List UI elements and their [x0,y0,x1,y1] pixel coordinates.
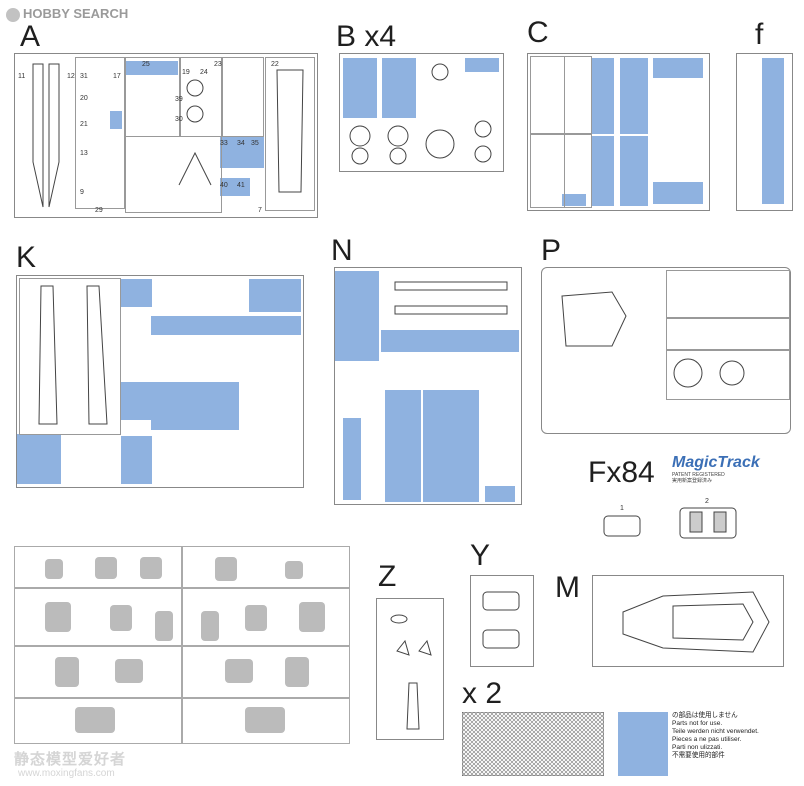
sprue-b-label: B x4 [336,20,397,53]
figure-sprue-frame [14,546,350,744]
sprue-n-label: N [331,234,353,267]
magic-track-logo: MagicTrack PATENT REGISTERED 実用新案登録済み [672,454,760,484]
sprue-k-frame [16,275,304,488]
sprue-b-frame [339,53,504,172]
sprue-f-label: f [755,18,764,51]
sprue-f-frame [736,53,793,211]
sprue-n-frame [334,267,522,505]
sprue-m-label: M [555,571,580,604]
sprue-m-frame [592,575,784,667]
hobby-search-watermark: HOBBY SEARCH [6,6,128,22]
sprue-p-frame [541,267,791,434]
sprue-k-label: K [16,241,37,274]
sprue-a-frame [14,53,318,218]
track-link-parts [603,507,737,539]
moxingfans-url: www.moxingfans.com [18,768,115,779]
hobby-search-logo-icon [6,7,20,22]
sprue-y-label: Y [470,539,491,572]
not-for-use-swatch [618,712,668,776]
sprue-p-label: P [541,234,562,267]
sprue-z-label: Z [378,560,397,593]
mesh-multiplier: x 2 [462,677,503,710]
mesh-sheet [462,712,604,776]
not-for-use-legend: の部品は使用しません Parts not for use. Teile werd… [672,712,759,759]
sprue-a-label: A [20,20,41,53]
sprue-z-frame [376,598,444,740]
moxingfans-watermark: 静态模型爱好者 [14,751,127,768]
sprue-y-frame [470,575,534,667]
sprue-f84-label: Fx84 [588,456,655,489]
sprue-c-label: C [527,16,549,49]
sprue-c-frame [527,53,710,211]
